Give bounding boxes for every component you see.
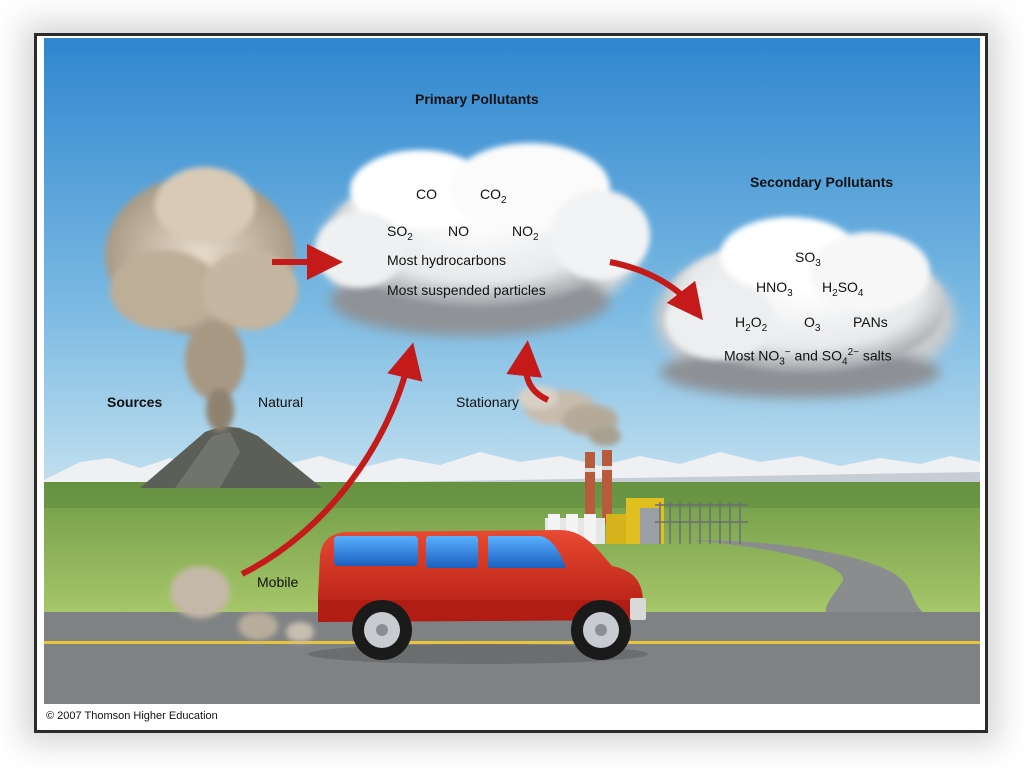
source-stationary-label: Stationary [456, 394, 520, 410]
secondary-o3: O3 [804, 314, 821, 334]
volcano [140, 426, 322, 488]
caption-strip [44, 704, 980, 728]
primary-co: CO [416, 186, 437, 202]
secondary-pans: PANs [853, 314, 888, 330]
primary-no: NO [448, 223, 469, 239]
secondary-pollutant-cloud [655, 217, 955, 398]
primary-pollutant-cloud [315, 143, 650, 336]
road-center-line [44, 641, 980, 644]
primary-suspended-particles: Most suspended particles [387, 282, 546, 298]
factory-smoke [518, 386, 621, 446]
secondary-pollutants-heading: Secondary Pollutants [750, 174, 894, 190]
primary-to-secondary-arrow [609, 259, 704, 321]
secondary-hno3: HNO3 [756, 279, 793, 299]
primary-so2: SO2 [387, 223, 413, 243]
mobile-to-primary-arrow [240, 342, 423, 577]
primary-pollutants-heading: Primary Pollutants [415, 91, 539, 107]
sources-heading: Sources [107, 394, 163, 410]
flow-arrows [240, 244, 704, 577]
primary-co2: CO2 [480, 186, 507, 206]
stationary-to-primary-arrow [506, 340, 550, 403]
source-natural-label: Natural [258, 394, 304, 410]
copyright-caption: © 2007 Thomson Higher Education [46, 710, 218, 722]
factory [545, 450, 748, 544]
secondary-h2o2: H2O2 [735, 314, 768, 334]
red-suv [308, 530, 648, 664]
primary-hydrocarbons: Most hydrocarbons [387, 252, 507, 268]
secondary-salts: Most NO3− and SO42− salts [724, 347, 892, 368]
road [44, 612, 980, 704]
primary-no2: NO2 [512, 223, 539, 243]
side-road [690, 540, 930, 618]
secondary-so3: SO3 [795, 249, 821, 269]
car-exhaust [170, 566, 314, 642]
source-mobile-label: Mobile [257, 574, 299, 590]
secondary-h2so4: H2SO4 [822, 279, 864, 299]
volcano-ash-plume [105, 167, 298, 432]
